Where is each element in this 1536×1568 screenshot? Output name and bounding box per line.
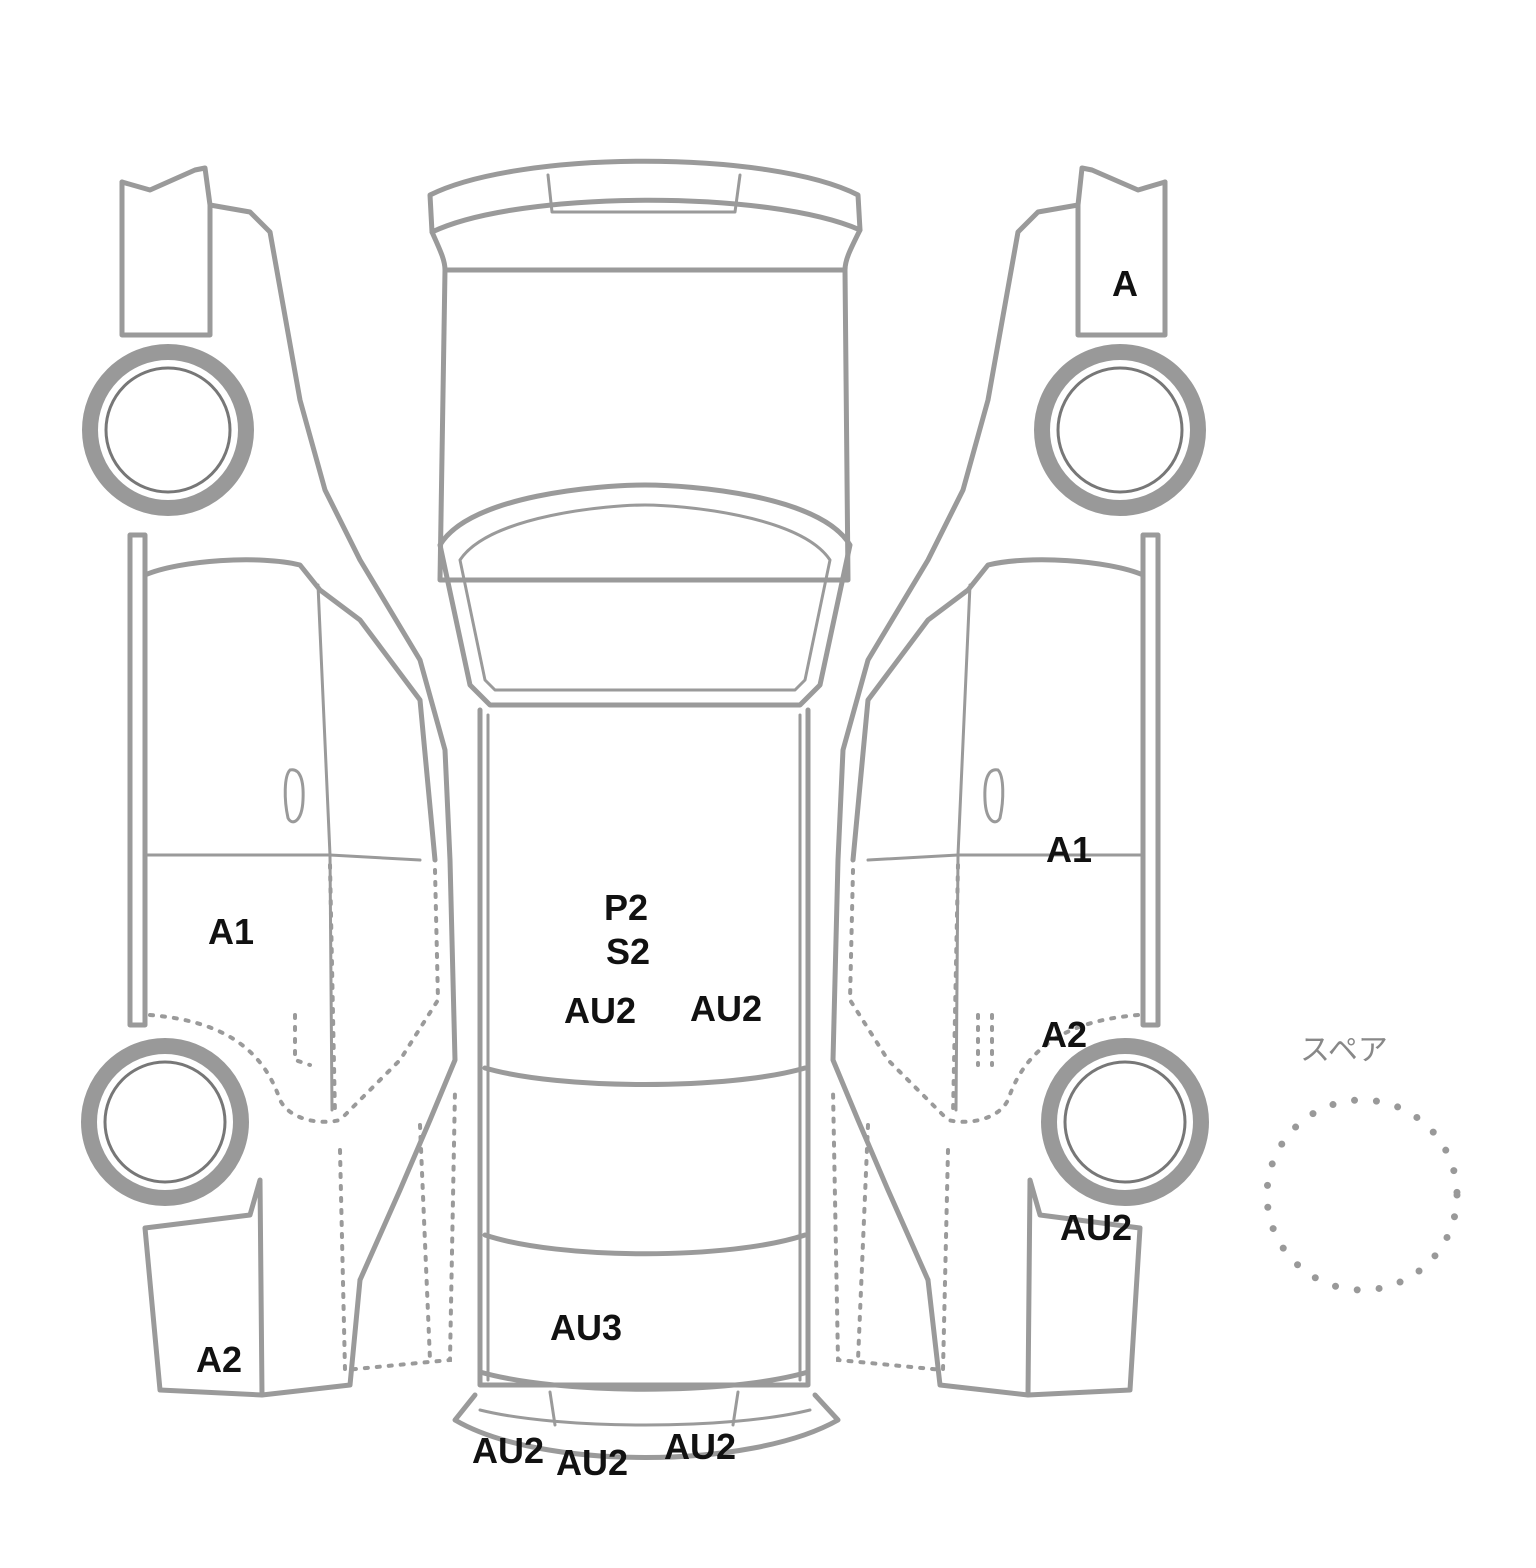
mark-right-rear-fender: AU2 (1060, 1207, 1132, 1248)
mark-roof-p2: P2 (604, 887, 648, 928)
mark-roof-s2: S2 (606, 931, 650, 972)
spare-tire-icon (1263, 1096, 1461, 1294)
left-side-view (81, 165, 458, 1398)
mark-left-rear-door: A1 (208, 911, 254, 952)
mark-left-rear-quarter: A2 (196, 1339, 242, 1380)
mark-right-front-fender: A (1112, 263, 1138, 304)
mark-right-front-door: A1 (1046, 829, 1092, 870)
damage-marks: A A1 A2 AU2 A1 A2 P2 S2 AU2 AU2 AU3 AU2 … (196, 263, 1138, 1483)
mark-rear-bumper-left: AU2 (472, 1430, 544, 1471)
right-side-view (830, 165, 1209, 1398)
mark-right-rear-door: A2 (1041, 1014, 1087, 1055)
spare-tire: スペア (1263, 1033, 1461, 1294)
top-view (427, 158, 863, 1460)
mark-rear-bumper-right: AU2 (664, 1426, 736, 1467)
mark-tailgate: AU3 (550, 1307, 622, 1348)
mark-rear-bumper-center: AU2 (556, 1442, 628, 1483)
spare-label: スペア (1300, 1033, 1388, 1068)
mark-roof-right: AU2 (690, 988, 762, 1029)
mark-roof-left: AU2 (564, 990, 636, 1031)
